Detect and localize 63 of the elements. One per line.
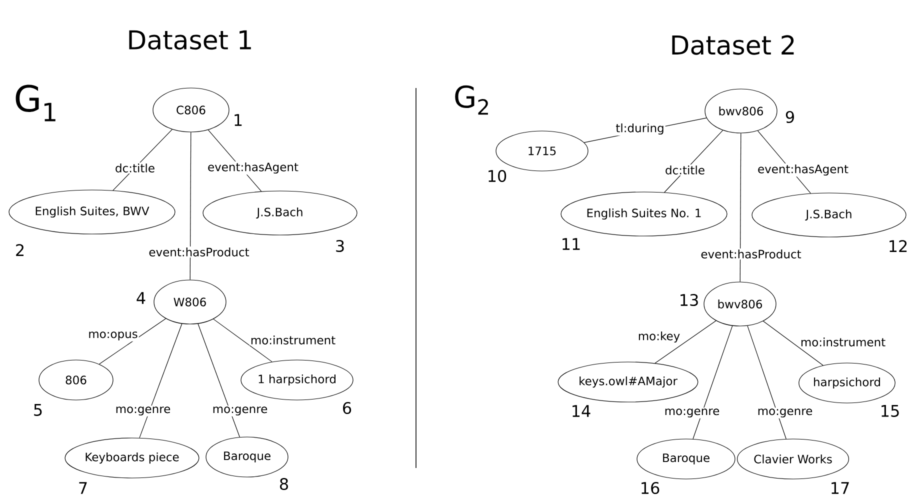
edge-line xyxy=(762,320,824,366)
edge-label: mo:genre xyxy=(663,408,721,418)
ellipse-node: 806 xyxy=(38,360,114,400)
node-number: 3 xyxy=(336,240,344,252)
edge-label: mo:opus xyxy=(87,330,139,342)
edge-label: mo:key xyxy=(636,330,682,344)
node-number: 1 xyxy=(234,114,242,126)
ellipse-node: Baroque xyxy=(206,436,288,478)
edge-label: mo:genre xyxy=(756,408,814,418)
ellipse-node: Clavier Works xyxy=(736,438,850,480)
edge-line xyxy=(692,326,733,440)
ellipse-node: J.S.Bach xyxy=(202,190,358,236)
edge-line xyxy=(98,318,166,364)
edge-line xyxy=(190,132,192,280)
node-number: 6 xyxy=(343,402,352,414)
ellipse-node: English Suites No. 1 xyxy=(560,192,728,236)
ellipse-node: harpsichord xyxy=(798,362,896,404)
node-number: 14 xyxy=(572,405,590,417)
edge-line xyxy=(654,320,716,364)
edge-line xyxy=(213,318,272,362)
node-number: 10 xyxy=(488,170,506,182)
edge-line xyxy=(740,133,742,282)
node-number: 17 xyxy=(832,482,849,494)
edge-label: event:hasAgent xyxy=(206,161,300,175)
heading: G$_{2}$ xyxy=(455,85,488,115)
edge-label: dc:title xyxy=(664,164,706,176)
node-number: 7 xyxy=(79,482,87,494)
heading: G$_{1}$ xyxy=(16,84,56,122)
edge-label: tl:during xyxy=(614,122,666,136)
ellipse-node: bwv806 xyxy=(704,88,778,134)
edge-label: event:hasProduct xyxy=(700,248,802,260)
node-number: 16 xyxy=(642,482,660,494)
node-number: 2 xyxy=(16,244,24,256)
edge-line xyxy=(747,326,786,440)
node-number: 11 xyxy=(562,238,580,250)
ellipse-node: 1715 xyxy=(496,130,588,172)
node-number: 8 xyxy=(280,478,288,490)
ellipse-node: Keyboards piece xyxy=(64,438,200,478)
node-number: 9 xyxy=(786,110,794,124)
edge-label: mo:genre xyxy=(114,406,172,416)
edge-label: mo:genre xyxy=(211,406,269,416)
heading: Dataset 1 xyxy=(129,30,251,50)
ellipse-node: bwv806 xyxy=(704,282,776,326)
edge-label: dc:title xyxy=(114,162,156,174)
ellipse-node: Baroque xyxy=(636,438,736,480)
edge-line xyxy=(139,323,182,438)
ellipse-node: English Suites, BWV xyxy=(8,190,176,234)
edge-label: event:hasProduct xyxy=(148,246,250,258)
node-number: 5 xyxy=(34,404,42,416)
ellipse-node: C806 xyxy=(152,88,230,132)
node-number: 12 xyxy=(890,240,907,252)
ellipse-node: 1 harpsichord xyxy=(240,360,354,400)
edge-label: mo:instrument xyxy=(249,334,337,346)
edge-label: event:hasAgent xyxy=(756,163,850,177)
heading: Dataset 2 xyxy=(672,35,794,55)
node-number: 13 xyxy=(680,294,698,306)
ellipse-node: J.S.Bach xyxy=(752,192,906,238)
ellipse-node: W806 xyxy=(154,280,226,324)
ellipse-node: keys.owl#AMajor xyxy=(558,362,698,402)
node-number: 4 xyxy=(136,292,146,304)
edge-line xyxy=(198,323,240,438)
edge-label: mo:instrument xyxy=(799,336,887,348)
node-number: 15 xyxy=(882,405,899,417)
